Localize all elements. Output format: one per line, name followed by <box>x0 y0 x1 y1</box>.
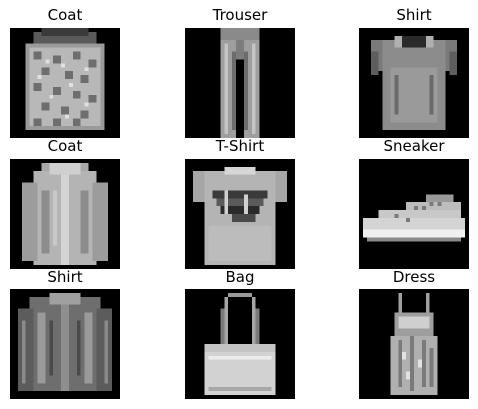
image-panel-shirt-1 <box>359 28 469 138</box>
image-panel-bag <box>185 289 295 399</box>
coat-image-2 <box>10 159 120 269</box>
panel-title-1: Coat <box>47 6 83 24</box>
image-panel-sneaker <box>359 159 469 269</box>
t-shirt-image <box>185 159 295 269</box>
panel-title-5: T-Shirt <box>215 137 265 155</box>
panel-title-3: Shirt <box>396 6 432 24</box>
panel-title-8: Bag <box>225 268 255 286</box>
shirt-image-2 <box>10 289 120 399</box>
panel-title-9: Dress <box>392 268 436 286</box>
trouser-image <box>185 28 295 138</box>
image-panel-t-shirt <box>185 159 295 269</box>
shirt-image-1 <box>359 28 469 138</box>
panel-title-6: Sneaker <box>383 137 445 155</box>
image-panel-coat-1 <box>10 28 120 138</box>
panel-title-7: Shirt <box>47 268 83 286</box>
image-panel-shirt-2 <box>10 289 120 399</box>
panel-title-4: Coat <box>47 137 83 155</box>
bag-image <box>185 289 295 399</box>
coat-image-1 <box>10 28 120 138</box>
dress-image <box>359 289 469 399</box>
image-panel-trouser <box>185 28 295 138</box>
panel-title-2: Trouser <box>212 6 268 24</box>
image-panel-dress <box>359 289 469 399</box>
sneaker-image <box>359 159 469 269</box>
image-panel-coat-2 <box>10 159 120 269</box>
